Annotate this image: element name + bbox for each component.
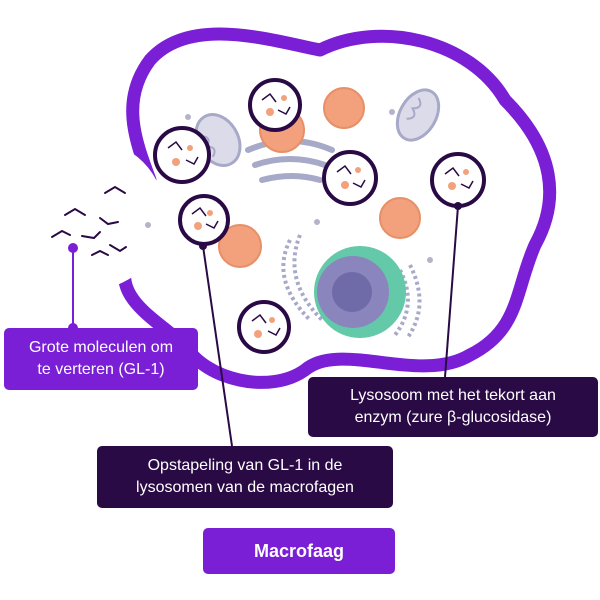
lysosome-icon [323, 87, 365, 129]
leader-lines [72, 205, 459, 447]
label-macrophage-title: Macrofaag [203, 528, 395, 574]
uptake-zone [15, 140, 165, 290]
mitochondrion-icon [395, 88, 441, 142]
lysosome-icon [218, 224, 262, 268]
label-line: Grote moleculen om [28, 339, 174, 356]
label-line: enzym (zure β-glucosidase) [354, 409, 552, 426]
molecule-icon [51, 185, 127, 256]
lysosome-icon [237, 300, 291, 354]
label-line: Opstapeling van GL-1 in de [147, 457, 343, 474]
nucleus-icon [314, 246, 406, 338]
lysosome-icon [322, 150, 378, 206]
defective-lysosomes [153, 78, 486, 354]
lysosome-icon [153, 126, 211, 184]
title-text: Macrofaag [253, 541, 345, 561]
lysosome-icon [248, 78, 302, 132]
label-line: te verteren (GL-1) [37, 361, 165, 378]
lysosome-icon [178, 194, 230, 246]
lysosome-icon [379, 197, 421, 239]
label-line: lysosomen van de macrofagen [136, 479, 354, 496]
label-deficient-lysosome: Lysosoom met het tekort aan enzym (zure … [308, 377, 598, 437]
label-gl1-accumulation: Opstapeling van GL-1 in de lysosomen van… [97, 446, 393, 508]
label-line: Lysosoom met het tekort aan [350, 387, 556, 404]
label-large-molecules: Grote moleculen om te verteren (GL-1) [4, 328, 198, 390]
lysosome-icon [430, 152, 486, 208]
